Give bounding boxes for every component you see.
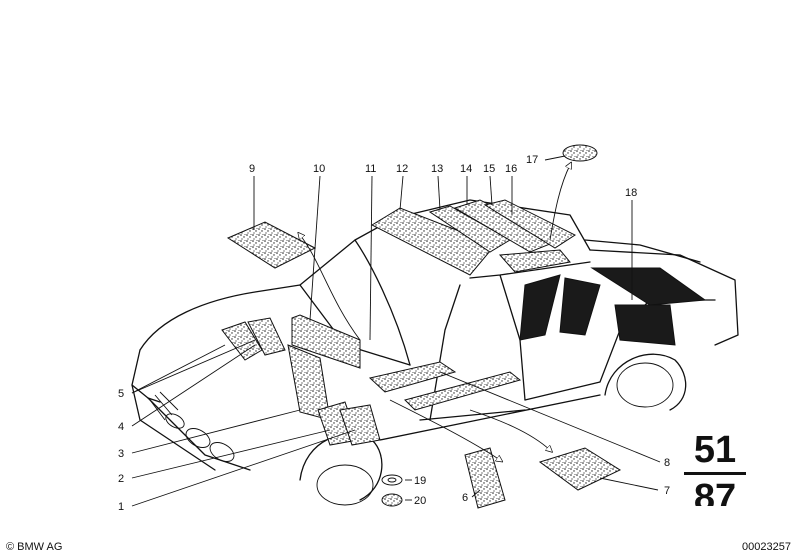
part-8-floor-strip xyxy=(368,361,457,393)
part-18-wheelhouse xyxy=(614,304,676,346)
group-number-top: 51 xyxy=(693,429,737,471)
callout-13: 13 xyxy=(431,163,443,175)
drawing-id: 00023257 xyxy=(742,541,791,553)
part-7-floor-mat xyxy=(538,447,622,491)
group-number-bottom: 87 xyxy=(693,478,737,506)
part-4-panel xyxy=(247,317,286,356)
callout-20: 20 xyxy=(414,495,426,507)
callout-15: 15 xyxy=(483,163,495,175)
group-number: 51 87 xyxy=(684,430,746,506)
callout-labels: 9 10 11 12 13 14 15 16 17 18 5 4 3 2 1 1… xyxy=(118,154,670,513)
callout-17: 17 xyxy=(526,154,538,166)
callout-4: 4 xyxy=(118,421,124,433)
part-18-rear-shelf xyxy=(590,267,707,306)
car-body xyxy=(131,199,739,506)
part-6-side-panel xyxy=(464,447,506,509)
callout-9: 9 xyxy=(249,163,255,175)
leader-lines xyxy=(131,155,661,507)
part-16-roof-panel xyxy=(483,199,577,249)
callout-16: 16 xyxy=(505,163,517,175)
part-20-plug xyxy=(381,493,403,507)
callout-6: 6 xyxy=(462,492,468,504)
callout-11: 11 xyxy=(365,163,376,175)
callout-14: 14 xyxy=(460,163,472,175)
callout-5: 5 xyxy=(118,388,124,400)
callout-3: 3 xyxy=(118,448,124,460)
part-9-mat xyxy=(226,221,317,269)
callout-10: 10 xyxy=(313,163,325,175)
part-10-firewall-insulation xyxy=(291,314,361,369)
callout-12: 12 xyxy=(396,163,408,175)
part-1-panel xyxy=(339,404,381,446)
callout-19: 19 xyxy=(414,475,426,487)
callout-18: 18 xyxy=(625,187,637,199)
callout-1: 1 xyxy=(118,501,124,513)
insulation-parts xyxy=(221,144,707,509)
callout-7: 7 xyxy=(664,485,670,497)
part-17-round-pad xyxy=(562,144,598,162)
group-number-rule xyxy=(684,472,746,475)
assembly-arrows xyxy=(300,165,570,460)
part-19-grommet xyxy=(381,474,403,486)
copyright-notice: © BMW AG xyxy=(6,541,63,553)
callout-8: 8 xyxy=(664,457,670,469)
part-15-roof-panel xyxy=(498,249,571,273)
callout-2: 2 xyxy=(118,473,124,485)
